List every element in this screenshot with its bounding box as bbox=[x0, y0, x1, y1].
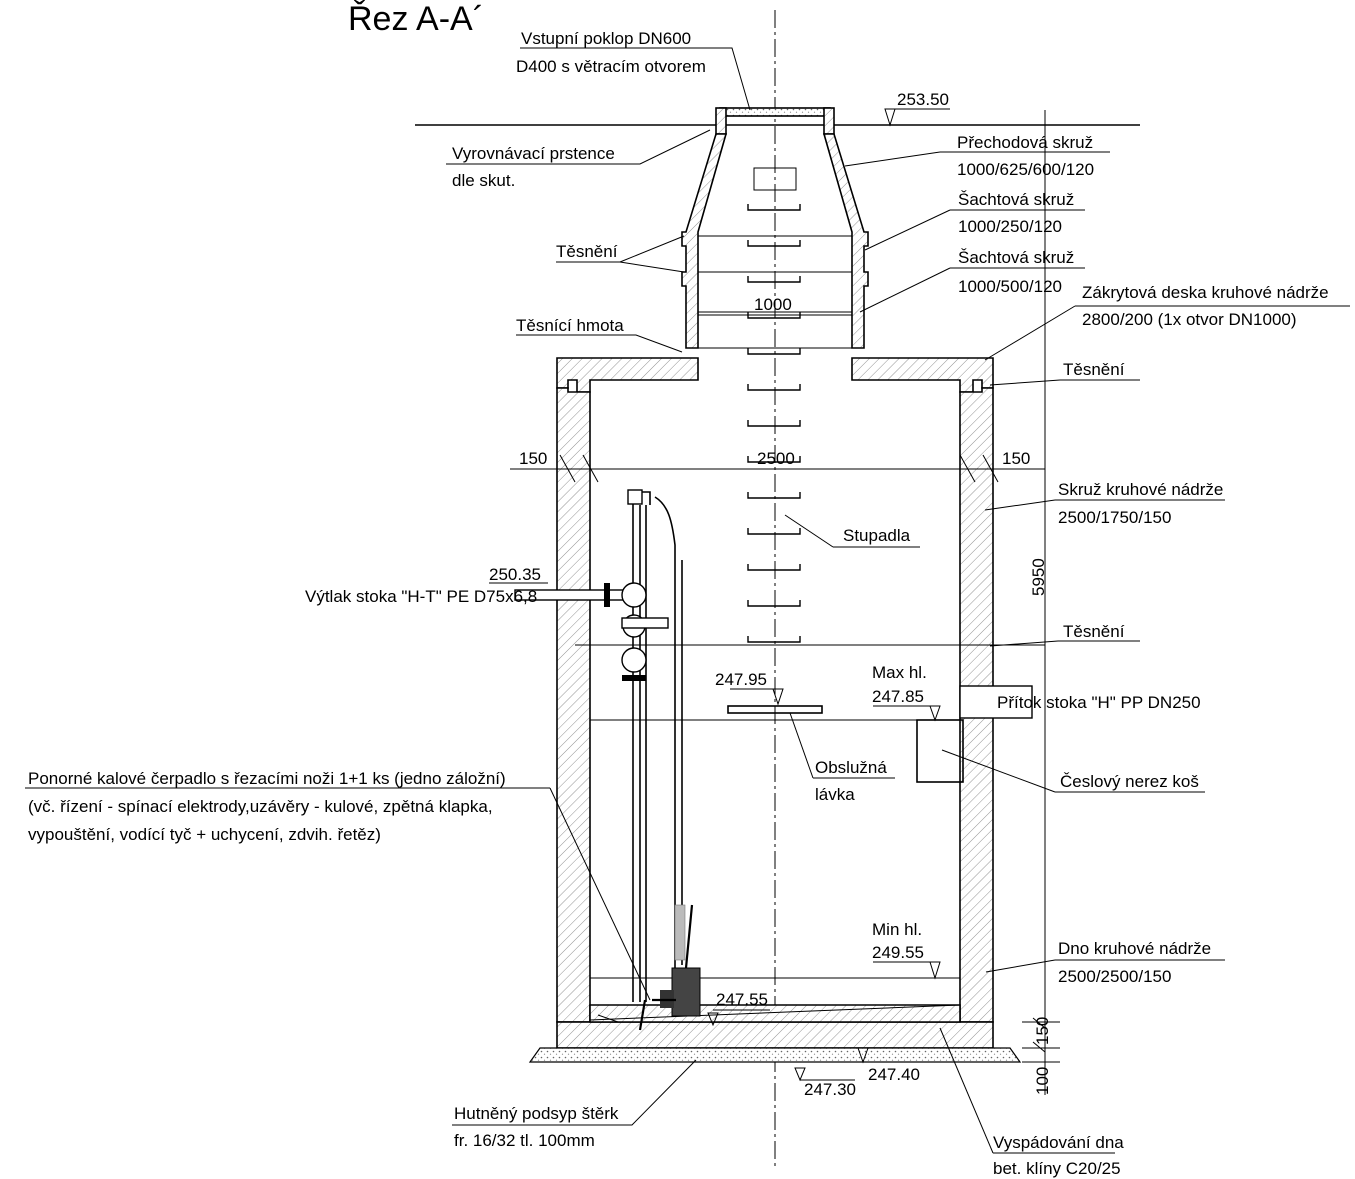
label-min-level-2: 249.55 bbox=[872, 943, 924, 962]
label-level-base-1: 247.40 bbox=[868, 1065, 920, 1084]
screen-basket bbox=[916, 719, 964, 783]
label-shaft-ring-a-1: Šachtová skruž bbox=[958, 190, 1074, 209]
label-transition-ring-2: 1000/625/600/120 bbox=[957, 160, 1094, 179]
label-pump-2: (vč. řízení - spínací elektrody,uzávěry … bbox=[28, 797, 493, 816]
label-manhole-cover-2: D400 s větracím otvorem bbox=[516, 57, 706, 76]
vent-opening bbox=[753, 167, 797, 191]
label-level-top: 253.50 bbox=[897, 90, 949, 109]
slope-line bbox=[589, 1004, 961, 1021]
label-tank-bottom-2: 2500/2500/150 bbox=[1058, 967, 1171, 986]
label-inlet-pipe: Přítok stoka "H" PP DN250 bbox=[997, 693, 1201, 712]
label-dim-5950: 5950 bbox=[1029, 558, 1048, 596]
label-level-base-2: 247.30 bbox=[804, 1080, 856, 1099]
label-level-platform: 247.95 bbox=[715, 670, 767, 689]
label-outlet-pipe: Výtlak stoka "H-T" PE D75x6,8 bbox=[305, 587, 537, 606]
label-leveling-rings-1: Vyrovnávací prstence bbox=[452, 144, 615, 163]
tank-wall-left bbox=[556, 387, 591, 1023]
label-manhole-cover-1: Vstupní poklop DN600 bbox=[521, 29, 691, 48]
step-irons bbox=[747, 204, 801, 643]
label-basket: Česlový nerez koš bbox=[1060, 772, 1199, 791]
step-iron bbox=[747, 240, 801, 247]
label-leveling-rings-2: dle skut. bbox=[452, 171, 515, 190]
label-cover-slab-1: Zákrytová deska kruhové nádrže bbox=[1082, 283, 1329, 302]
label-gravel-2: fr. 16/32 tl. 100mm bbox=[454, 1131, 595, 1150]
step-iron bbox=[747, 276, 801, 283]
label-platform-1: Obslužná bbox=[815, 758, 887, 777]
shaft-wall-left bbox=[681, 133, 728, 349]
pump-assembly bbox=[514, 489, 701, 1031]
step-iron bbox=[747, 456, 801, 463]
step-iron bbox=[747, 348, 801, 355]
step-iron bbox=[747, 492, 801, 499]
gravel-bed bbox=[528, 1047, 1022, 1063]
step-iron bbox=[747, 312, 801, 319]
label-transition-ring-1: Přechodová skruž bbox=[957, 133, 1093, 152]
label-dim-1000: 1000 bbox=[754, 295, 792, 314]
label-level-outlet: 250.35 bbox=[489, 565, 541, 584]
labels: Vstupní poklop DN600 D400 s větracím otv… bbox=[28, 29, 1329, 1178]
label-gravel-1: Hutněný podsyp štěrk bbox=[454, 1104, 619, 1123]
label-tank-ring-1: Skruž kruhové nádrže bbox=[1058, 480, 1223, 499]
label-steps: Stupadla bbox=[843, 526, 911, 545]
label-dim-2500: 2500 bbox=[757, 449, 795, 468]
label-max-level-1: Max hl. bbox=[872, 663, 927, 682]
label-tank-bottom-1: Dno kruhové nádrže bbox=[1058, 939, 1211, 958]
step-iron bbox=[747, 636, 801, 643]
label-dim-150-bottom: 150 bbox=[1033, 1017, 1052, 1045]
label-dim-100: 100 bbox=[1033, 1067, 1052, 1095]
label-dim-150-left: 150 bbox=[519, 449, 547, 468]
shaft-wall-right bbox=[822, 133, 869, 349]
step-iron bbox=[747, 600, 801, 607]
label-tank-ring-2: 2500/1750/150 bbox=[1058, 508, 1171, 527]
label-dim-150-right: 150 bbox=[1002, 449, 1030, 468]
label-sealing-right-top: Těsnění bbox=[1063, 360, 1125, 379]
label-pump-1: Ponorné kalové čerpadlo s řezacími noži … bbox=[28, 769, 506, 788]
manhole-cover bbox=[715, 107, 835, 135]
label-slope-2: bet. klíny C20/25 bbox=[993, 1159, 1121, 1178]
label-shaft-ring-b-1: Šachtová skruž bbox=[958, 248, 1074, 267]
label-cover-slab-2: 2800/200 (1x otvor DN1000) bbox=[1082, 310, 1297, 329]
step-iron bbox=[747, 420, 801, 427]
service-platform bbox=[727, 705, 823, 714]
label-shaft-ring-a-2: 1000/250/120 bbox=[958, 217, 1062, 236]
label-sealing-left: Těsnění bbox=[556, 242, 618, 261]
step-iron bbox=[747, 564, 801, 571]
label-shaft-ring-b-2: 1000/500/120 bbox=[958, 277, 1062, 296]
step-iron bbox=[747, 384, 801, 391]
label-min-level-1: Min hl. bbox=[872, 920, 922, 939]
label-level-bottom: 247.55 bbox=[716, 990, 768, 1009]
section-title: Řez A-A´ bbox=[348, 0, 484, 38]
label-max-level-2: 247.85 bbox=[872, 687, 924, 706]
tank-bottom-slab bbox=[556, 1021, 994, 1049]
inlet-pipe bbox=[959, 685, 1033, 719]
leader-lines bbox=[25, 47, 1350, 1154]
label-pump-3: vypouštění, vodící tyč + uchycení, zdvih… bbox=[28, 825, 381, 844]
step-iron bbox=[747, 204, 801, 211]
label-sealing-mass: Těsnící hmota bbox=[516, 316, 624, 335]
label-platform-2: lávka bbox=[815, 785, 855, 804]
label-slope-1: Vyspádování dna bbox=[993, 1133, 1124, 1152]
label-sealing-right-mid: Těsnění bbox=[1063, 622, 1125, 641]
step-iron bbox=[747, 528, 801, 535]
